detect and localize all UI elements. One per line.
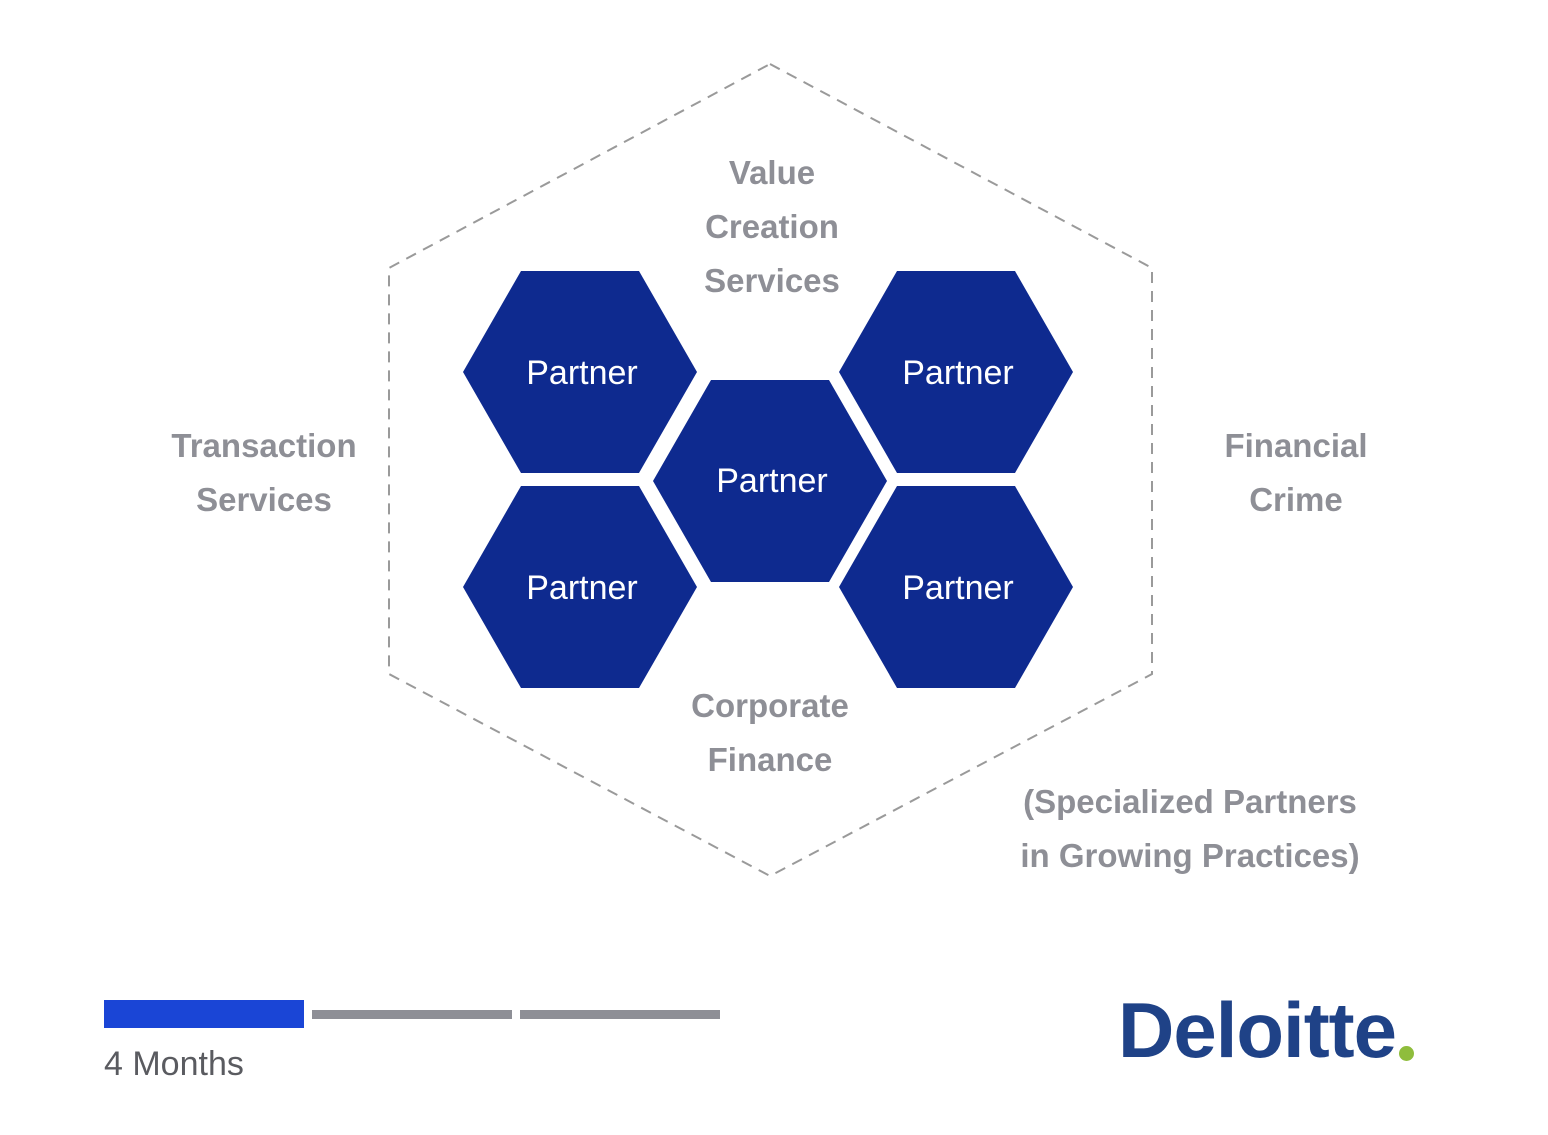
- timeline-progress-bar: [104, 1000, 724, 1030]
- corporate-finance-label: Corporate Finance: [691, 687, 849, 778]
- partner-label-bottom-left: Partner: [526, 569, 638, 607]
- partner-hexagon-top-right: [839, 271, 1073, 473]
- partner-hexagon-top-left: [463, 271, 697, 473]
- logo-dot-icon: [1399, 1046, 1415, 1061]
- partner-label-top-right: Partner: [902, 354, 1014, 392]
- progress-segment-pending: [520, 1010, 720, 1019]
- progress-segment-pending: [312, 1010, 512, 1019]
- logo-wordmark: Deloitte: [1118, 986, 1397, 1074]
- partner-hexagon-bottom-left: [463, 486, 697, 688]
- partner-hexagon-center: [653, 380, 887, 582]
- deloitte-logo: Deloitte: [1118, 985, 1415, 1075]
- partner-hexagon-bottom-right: [839, 486, 1073, 688]
- partner-label-center: Partner: [716, 462, 828, 500]
- specialized-partners-note: (Specialized Partners in Growing Practic…: [1020, 783, 1360, 874]
- value-creation-services-label: Value Creation Services: [704, 154, 840, 299]
- partner-label-top-left: Partner: [526, 354, 638, 392]
- progress-segment-completed: [104, 1000, 304, 1028]
- financial-crime-label: Financial Crime: [1224, 427, 1368, 518]
- transaction-services-label: Transaction Services: [171, 427, 357, 518]
- progress-duration-caption: 4 Months: [104, 1045, 244, 1083]
- partner-label-bottom-right: Partner: [902, 569, 1014, 607]
